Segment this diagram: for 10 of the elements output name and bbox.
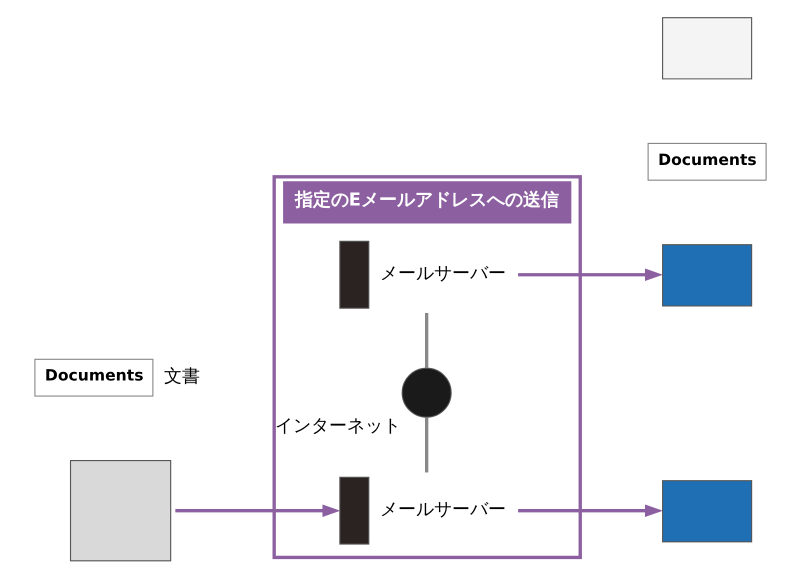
node-label: メールサーバー xyxy=(379,262,506,284)
connector xyxy=(424,312,428,368)
connector xyxy=(424,417,428,472)
node-circle xyxy=(401,368,452,418)
arrow xyxy=(518,268,662,281)
arrow xyxy=(174,504,340,517)
node-label: 文書 xyxy=(164,366,200,387)
arrow xyxy=(518,504,662,517)
node-label: インターネット xyxy=(274,415,401,436)
node-label: メールサーバー xyxy=(379,498,506,520)
